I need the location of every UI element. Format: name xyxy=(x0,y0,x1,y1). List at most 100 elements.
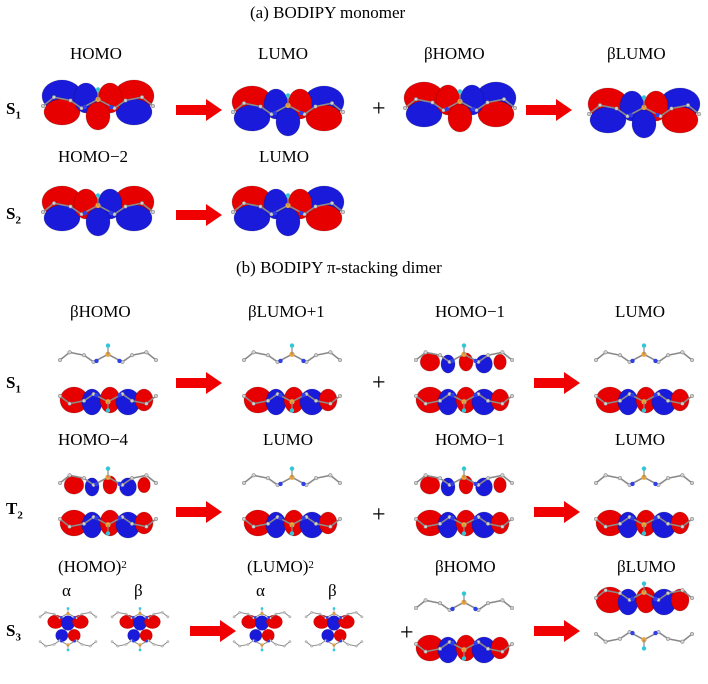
fluorine-atom xyxy=(66,607,70,610)
nitrogen-atom xyxy=(630,392,635,398)
atom xyxy=(129,353,135,358)
fluorine-atom xyxy=(105,531,111,536)
atom xyxy=(265,353,271,358)
atom xyxy=(512,105,518,111)
orbital-lobe xyxy=(419,475,441,495)
atom xyxy=(68,204,73,209)
row-label-t2-dimer: T2 xyxy=(6,499,23,522)
nitrogen-atom xyxy=(145,639,149,643)
label-lumo-s2: LUMO xyxy=(259,147,310,166)
atom xyxy=(689,357,695,363)
atom xyxy=(313,521,319,526)
boron-atom xyxy=(138,611,142,616)
atom xyxy=(689,595,695,601)
fluorine-atom xyxy=(332,648,336,652)
atom xyxy=(680,639,685,644)
orbital-lobe xyxy=(134,511,154,535)
nitrogen-atom xyxy=(278,481,283,487)
orbital-lobe xyxy=(475,354,493,374)
atom xyxy=(153,480,159,486)
orbital-lobe xyxy=(85,207,111,237)
nitrogen-atom xyxy=(450,640,455,646)
fluorine-atom xyxy=(105,466,111,471)
orbital-beta-lumo xyxy=(586,87,702,139)
atom xyxy=(274,612,278,616)
nitrogen-atom xyxy=(299,210,304,216)
nitrogen-atom xyxy=(117,358,122,364)
nitrogen-atom xyxy=(450,358,455,364)
atom xyxy=(57,357,63,363)
atom xyxy=(129,476,135,481)
orbital-dimer-beta-homo-s3 xyxy=(413,591,515,664)
atom xyxy=(241,101,247,106)
orbital-lobe xyxy=(134,388,154,412)
atom xyxy=(597,103,603,108)
atom xyxy=(617,353,623,358)
nitrogen-atom xyxy=(630,481,635,487)
row-label-s3-dimer: S3 xyxy=(6,621,21,644)
orbital-lumo xyxy=(230,85,346,137)
atom xyxy=(40,103,46,109)
fluorine-atom xyxy=(641,581,647,586)
atom xyxy=(665,636,671,641)
nitrogen-atom xyxy=(630,358,635,364)
label-dimer-lumo-t2: LUMO xyxy=(263,430,314,449)
atom xyxy=(153,357,159,363)
label-lumo: LUMO xyxy=(258,44,309,63)
atom xyxy=(437,476,443,481)
fluorine-atom xyxy=(105,343,111,348)
atom xyxy=(265,476,271,481)
nitrogen-atom xyxy=(117,392,122,398)
atom xyxy=(80,643,84,646)
nitrogen-atom xyxy=(94,392,99,398)
atom xyxy=(328,473,333,478)
plus-sign: + xyxy=(372,370,386,396)
nitrogen-atom xyxy=(653,392,658,398)
atom xyxy=(689,516,695,522)
atom xyxy=(614,106,619,111)
nitrogen-atom xyxy=(339,616,343,619)
atom xyxy=(318,643,322,646)
nitrogen-atom xyxy=(630,596,635,602)
nitrogen-atom xyxy=(117,481,122,487)
atom xyxy=(509,393,515,399)
fluorine-atom xyxy=(289,466,295,471)
atom xyxy=(430,100,435,105)
label-dimer-homo-1: HOMO−1 xyxy=(435,302,506,321)
atom xyxy=(80,612,84,616)
orbital-lobe xyxy=(275,207,301,237)
atom xyxy=(57,516,63,522)
nitrogen-atom xyxy=(267,616,271,619)
orbital-lobe xyxy=(63,475,85,495)
atom xyxy=(246,643,250,646)
fluorine-atom xyxy=(457,89,463,94)
atom xyxy=(437,646,443,651)
atom xyxy=(360,615,364,619)
atom xyxy=(360,640,364,643)
atom xyxy=(437,521,443,526)
nitrogen-atom xyxy=(655,112,660,118)
atom xyxy=(81,398,87,403)
atom xyxy=(423,350,428,355)
nitrogen-atom xyxy=(109,104,114,110)
nitrogen-atom xyxy=(630,515,635,521)
fluorine-atom xyxy=(95,87,101,92)
label-dimer-homo-4: HOMO−4 xyxy=(58,430,129,449)
atom xyxy=(258,104,263,109)
transition-arrow xyxy=(534,501,580,523)
orbital-lobe xyxy=(631,109,657,139)
atom xyxy=(500,649,505,654)
transition-arrow xyxy=(526,99,572,121)
row-label-s2-monomer: S2 xyxy=(6,204,21,227)
atom xyxy=(52,612,56,616)
atom xyxy=(500,473,505,478)
fluorine-atom xyxy=(138,607,142,610)
fluorine-atom xyxy=(138,648,142,652)
atom xyxy=(603,473,608,478)
atom xyxy=(665,591,671,596)
atom xyxy=(509,605,515,611)
atom xyxy=(485,398,491,403)
boron-atom xyxy=(66,611,70,616)
nitrogen-atom xyxy=(301,481,306,487)
